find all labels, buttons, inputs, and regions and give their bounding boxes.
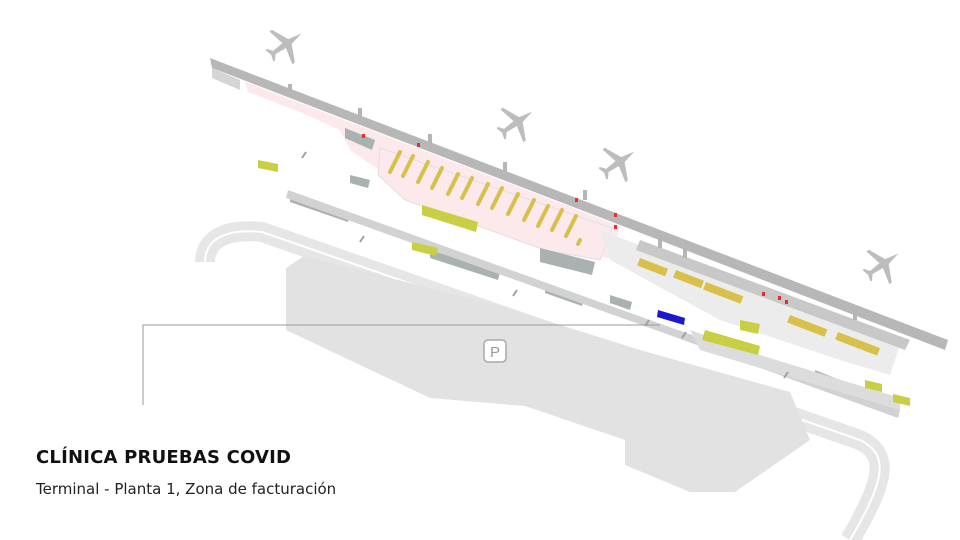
checkin-counters bbox=[388, 150, 582, 246]
airplane-icon bbox=[265, 29, 302, 65]
location-title: CLÍNICA PRUEBAS COVID bbox=[36, 447, 292, 468]
airplane-icon bbox=[862, 249, 899, 285]
gate-seating bbox=[637, 258, 881, 356]
svg-text:P: P bbox=[490, 344, 500, 361]
jet-bridges bbox=[288, 84, 857, 320]
info-markers bbox=[362, 134, 788, 304]
road-lane-line bbox=[204, 230, 881, 540]
covid-clinic-location[interactable] bbox=[657, 310, 685, 325]
callout-leader-line bbox=[142, 324, 660, 405]
airplane-icon bbox=[496, 107, 533, 143]
airplane-icon bbox=[598, 147, 635, 183]
parking-sign: P bbox=[483, 339, 507, 363]
location-subtitle: Terminal - Planta 1, Zona de facturación bbox=[36, 480, 337, 498]
concourse-floor bbox=[600, 230, 900, 375]
concourse-wall bbox=[636, 240, 910, 350]
parking-area bbox=[286, 256, 810, 492]
airside-wall bbox=[210, 58, 948, 350]
shops bbox=[258, 160, 910, 406]
pier-upper bbox=[212, 68, 240, 90]
entrance-arrows bbox=[301, 151, 789, 379]
